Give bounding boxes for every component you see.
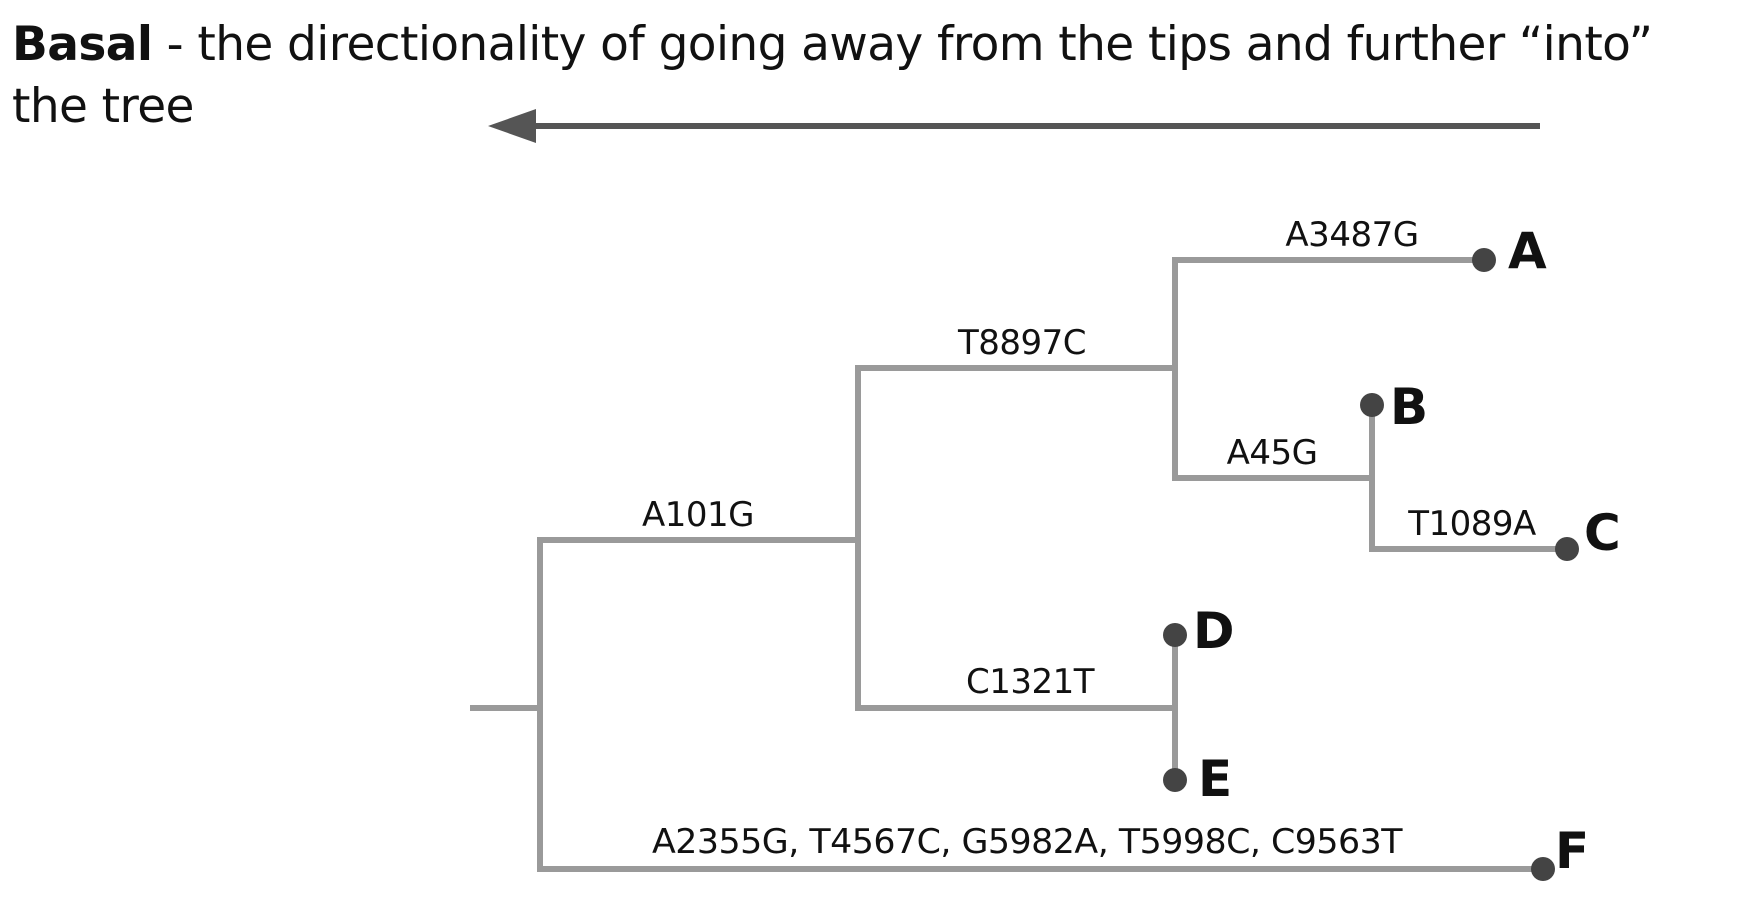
arrow-head — [488, 109, 536, 143]
mutation-labels: A101G T8897C C1321T A3487G A45G T1089A A… — [642, 215, 1537, 862]
tip-label-f: F — [1555, 822, 1589, 880]
heading-term: Basal — [12, 17, 153, 72]
basal-direction-arrow — [488, 109, 1540, 143]
page-heading: Basal - the directionality of going away… — [12, 14, 1742, 138]
tip-dot-e — [1163, 768, 1187, 792]
mutation-label-t8897c: T8897C — [957, 323, 1086, 363]
tip-dot-c — [1555, 537, 1579, 561]
tip-label-e: E — [1198, 750, 1232, 808]
tip-labels: A B C D E F — [1193, 222, 1621, 880]
tip-label-c: C — [1584, 504, 1621, 562]
tip-dot-b — [1360, 393, 1384, 417]
mutation-label-f-branch: A2355G, T4567C, G5982A, T5998C, C9563T — [652, 822, 1403, 862]
heading-definition: - the directionality of going away from … — [12, 17, 1653, 134]
mutation-label-a45g: A45G — [1227, 433, 1318, 473]
mutation-label-a101g: A101G — [642, 495, 754, 535]
mutation-label-a3487g: A3487G — [1285, 215, 1418, 255]
tip-dot-d — [1163, 623, 1187, 647]
tip-label-d: D — [1193, 602, 1235, 660]
tip-label-b: B — [1390, 378, 1428, 436]
tip-markers — [1163, 248, 1579, 881]
tip-dot-a — [1472, 248, 1496, 272]
tip-label-a: A — [1508, 222, 1547, 280]
tip-dot-f — [1531, 857, 1555, 881]
mutation-label-t1089a: T1089A — [1407, 504, 1536, 544]
tree-branches — [470, 257, 1567, 872]
mutation-label-c1321t: C1321T — [966, 662, 1095, 702]
